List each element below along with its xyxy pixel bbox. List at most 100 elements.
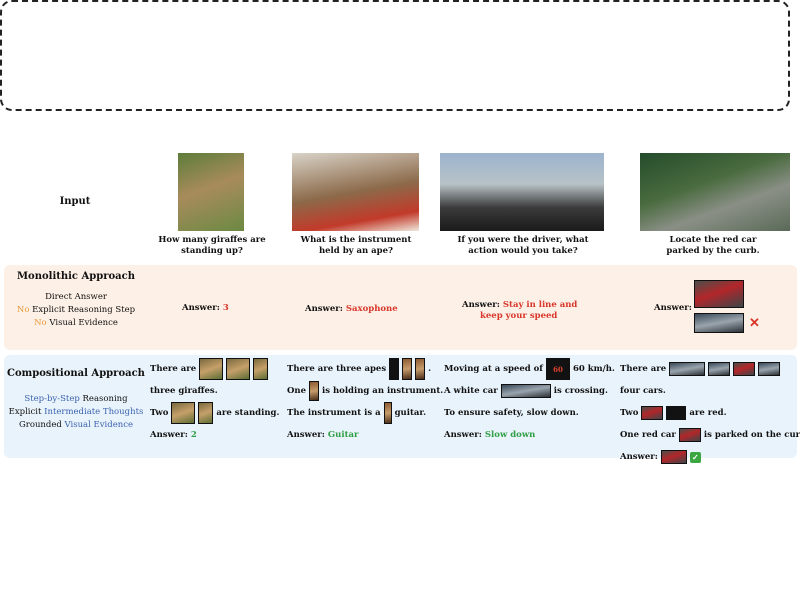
reasoning-step-text: Explicit Reasoning Step: [32, 305, 136, 315]
col4-answer: Answer: ✓: [620, 446, 800, 468]
col3-answer: Answer:Slow down: [444, 424, 615, 446]
grounded-visual-evidence-text: Visual Evidence: [64, 420, 134, 430]
car-crop-1: [669, 362, 706, 376]
explicit-text: Explicit: [8, 407, 42, 417]
answer-prefix: Answer:: [287, 430, 325, 440]
giraffe-crop-3: [253, 358, 269, 380]
comp-col-2: There are three apes . One is holding an…: [287, 358, 443, 446]
col3-text-1a: Moving at a speed of: [444, 364, 543, 374]
grounded-line: Grounded Visual Evidence: [6, 419, 146, 432]
answer-prefix: Answer:: [150, 430, 188, 440]
red-car-crop-1: [641, 406, 664, 420]
ape-crop-3: [415, 358, 426, 380]
col3-text-2b: is crossing.: [553, 386, 608, 396]
question-1: How many giraffes are standing up?: [150, 235, 274, 257]
giraffes-image: [178, 153, 244, 231]
wrong-mark-icon: ✕: [749, 316, 760, 331]
answer-prefix: Answer:: [305, 304, 343, 314]
input-row-frame: [0, 0, 790, 111]
col1-text-2: three giraffes.: [150, 386, 218, 396]
col3-line-2: A white car is crossing.: [444, 380, 615, 402]
col3-line-1: Moving at a speed of 60 60 km/h.: [444, 358, 615, 380]
question-2-line-2: held by an ape?: [318, 246, 394, 256]
col4-line-1: There are: [620, 358, 800, 380]
question-2-line-1: What is the instrument: [300, 235, 412, 245]
col3-text-2a: A white car: [444, 386, 498, 396]
col2-text-3a: The instrument is a: [287, 408, 381, 418]
apes-toys-image: [292, 153, 419, 231]
mono-answer-3: Answer: Stay in line and keep your speed: [462, 300, 577, 322]
col4-text-2: four cars.: [620, 386, 666, 396]
compositional-title: Compositional Approach: [7, 368, 145, 379]
col1-text-3a: Two: [150, 408, 169, 418]
col4-text-3b: are red.: [689, 408, 727, 418]
comp-col-1: There are three giraffes. Two are standi…: [150, 358, 279, 446]
monolithic-description: Direct Answer No Explicit Reasoning Step…: [6, 291, 146, 330]
giraffe-crop-1: [199, 358, 224, 380]
question-3-line-1: If you were the driver, what: [457, 235, 589, 245]
answer-prefix: Answer:: [444, 430, 482, 440]
question-2: What is the instrument held by an ape?: [290, 235, 422, 257]
answer-prefix: Answer:: [620, 452, 658, 462]
question-4-line-2: parked by the curb.: [666, 246, 760, 256]
mono-answer-2: Answer: Saxophone: [305, 304, 398, 314]
col2-line-1: There are three apes .: [287, 358, 443, 380]
giraffe-crop-standing-1: [171, 402, 196, 424]
comp-col-3: Moving at a speed of 60 60 km/h. A white…: [444, 358, 615, 446]
col2-text-2a: One: [287, 386, 306, 396]
col1-line-3: Two are standing.: [150, 402, 279, 424]
col2-text-2b: is holding an instrument.: [322, 386, 444, 396]
col3-text-1b: 60 km/h.: [572, 364, 615, 374]
question-4: Locate the red car parked by the curb.: [648, 235, 778, 257]
col2-text-1a: There are three apes: [287, 364, 387, 374]
answer-prefix: Answer:: [182, 303, 220, 313]
col1-line-2: three giraffes.: [150, 380, 279, 402]
no-reasoning-line: No Explicit Reasoning Step: [6, 304, 146, 317]
grounded-text: Grounded: [18, 420, 62, 430]
answer-red-car-crop: [660, 450, 687, 464]
ape-with-instrument-crop: [309, 381, 319, 401]
red-car-crop-2: [666, 406, 687, 420]
car-crop-3: [733, 362, 756, 376]
white-car-crop: [500, 384, 551, 398]
col1-text-3b: are standing.: [216, 408, 280, 418]
mono-red-car-crop: [694, 280, 744, 308]
col2-line-2: One is holding an instrument.: [287, 380, 443, 402]
question-3: If you were the driver, what action woul…: [448, 235, 598, 257]
col2-answer: Answer:Guitar: [287, 424, 443, 446]
col3-text-3: To ensure safety, slow down.: [444, 408, 579, 418]
compositional-description: Step-by-Step Reasoning Explicit Intermed…: [6, 393, 146, 432]
answer-prefix: Answer:: [462, 300, 500, 310]
direct-answer-text: Direct Answer: [45, 292, 107, 302]
col3-answer-value: Slow down: [484, 430, 536, 440]
check-mark-icon: ✓: [689, 451, 701, 463]
no-evidence-line: No Visual Evidence: [6, 317, 146, 330]
col4-text-4a: One red car: [620, 430, 676, 440]
col1-text-1: There are: [150, 364, 197, 374]
monolithic-band: [4, 265, 797, 350]
compositional-band: [4, 355, 797, 458]
drone-street-image: [640, 153, 790, 231]
answer-prefix: Answer:: [654, 303, 692, 313]
col2-text-3b: guitar.: [394, 408, 427, 418]
ape-crop-1: [389, 358, 400, 380]
speedometer-crop: 60: [545, 358, 570, 380]
col1-line-1: There are: [150, 358, 279, 380]
step-by-step-text: Step-by-Step: [24, 394, 80, 404]
question-4-line-1: Locate the red car: [669, 235, 757, 245]
col4-line-3: Two are red.: [620, 402, 800, 424]
question-1-line-2: standing up?: [181, 246, 243, 256]
mono-answer-3-line-1: Stay in line and: [502, 300, 578, 310]
parked-red-car-crop: [678, 428, 701, 442]
mono-answer-1-value: 3: [222, 303, 229, 313]
giraffe-crop-2: [226, 358, 251, 380]
mono-answer-1: Answer: 3: [182, 303, 229, 313]
mono-answer-3-line-2: keep your speed: [480, 311, 558, 321]
step-by-step-line: Step-by-Step Reasoning: [6, 393, 146, 406]
input-label: Input: [59, 196, 91, 207]
col2-answer-value: Guitar: [327, 430, 359, 440]
ape-crop-2: [402, 358, 413, 380]
col4-line-4: One red car is parked on the curb.: [620, 424, 800, 446]
question-1-line-1: How many giraffes are: [158, 235, 266, 245]
col3-line-3: To ensure safety, slow down.: [444, 402, 615, 424]
